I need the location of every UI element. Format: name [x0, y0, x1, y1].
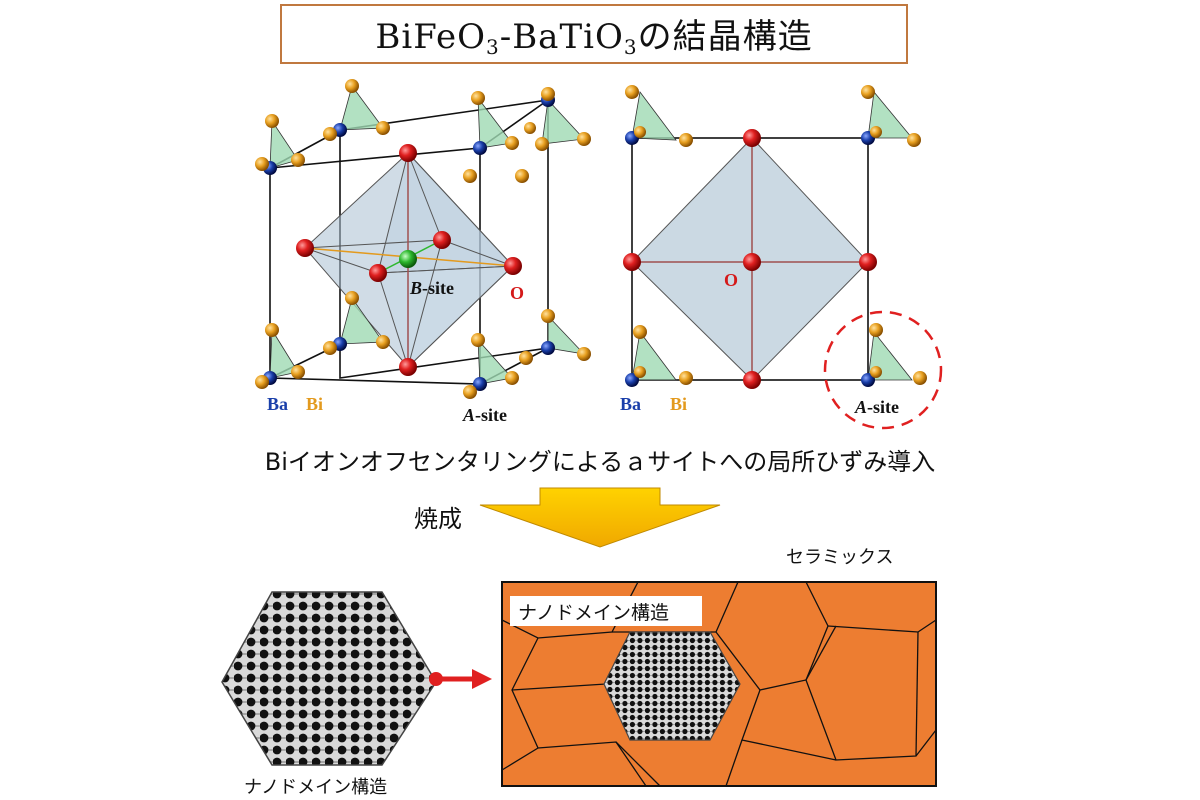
left-bi-label: Bi	[306, 394, 323, 414]
left-a-site-label: A-site	[462, 405, 507, 425]
left-ba-label: Ba	[267, 394, 288, 414]
connector-arrow	[429, 669, 492, 689]
ceramics-grains: ナノドメイン構造	[501, 581, 937, 787]
nanodomain-hexagon-small	[603, 631, 741, 741]
caption-text: Biイオンオフセンタリングによるａサイトへの局所ひずみ導入	[265, 448, 935, 476]
nanodomain-bottom-label: ナノドメイン構造	[244, 777, 387, 798]
right-ba-label: Ba	[620, 394, 641, 414]
left-oxygen-label: O	[510, 283, 524, 303]
left-crystal-structure: B-site O Ba Bi A-site	[255, 79, 591, 425]
right-crystal-structure: O Ba Bi A-site	[620, 85, 943, 430]
nanodomain-hexagon-large	[221, 591, 437, 766]
ceramics-label: セラミックス	[786, 547, 893, 568]
firing-arrow	[479, 487, 721, 548]
right-bi-label: Bi	[670, 394, 687, 414]
firing-label: 焼成	[414, 505, 462, 533]
svg-text:B-site: B-site	[409, 278, 454, 298]
left-atoms	[255, 79, 591, 399]
a-site-highlight-circle	[823, 310, 943, 430]
right-a-site-label: A-site	[854, 397, 899, 417]
title-box: BiFeO3-BaTiO3の結晶構造	[280, 4, 908, 64]
nanodomain-box-label: ナノドメイン構造	[518, 602, 669, 624]
right-oxygen-label: O	[724, 270, 738, 290]
diagram-title: BiFeO3-BaTiO3の結晶構造	[375, 17, 813, 59]
